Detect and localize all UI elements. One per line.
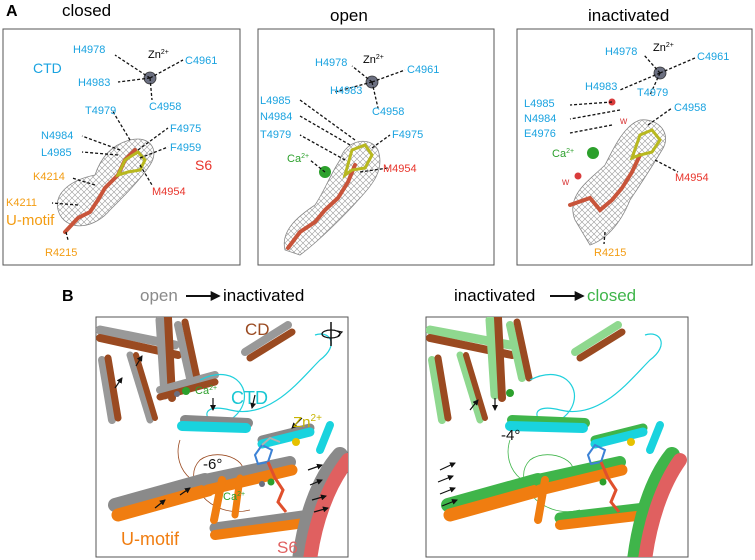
residue-label: C4961 [407, 64, 439, 76]
residue-label: L4985 [41, 147, 72, 159]
ligand-sticks [253, 436, 288, 513]
leader-lines [51, 54, 184, 241]
label-zinc: Zn2+ [293, 413, 322, 431]
label-u-motif: U-motif [6, 212, 55, 229]
panel-closed: CTD Zn2+ H4978 H4983 C4961 C4958 T4979 N… [2, 28, 241, 266]
residue-label: F4959 [170, 142, 201, 154]
label-s6: S6 [277, 538, 298, 557]
leader-lines [569, 54, 696, 245]
water-molecule [574, 172, 582, 180]
residue-label: C4958 [674, 102, 706, 114]
residue-label: T4979 [85, 105, 116, 117]
ligand-stick [286, 163, 357, 250]
label-calcium: Ca2+ [223, 491, 245, 503]
residue-label: R4215 [45, 247, 77, 259]
residue-label: N4984 [260, 111, 292, 123]
label-zinc: Zn2+ [148, 49, 169, 61]
residue-label: T4979 [637, 87, 668, 99]
title-closed: closed [62, 1, 111, 20]
residue-label: N4984 [41, 130, 73, 142]
ctd-loop [199, 333, 332, 425]
structure-left: CD Ca2+ CTD Zn2+ -6° Ca2+ U-motif S6 [95, 316, 349, 558]
residue-label: M4954 [383, 163, 417, 175]
density-mesh [57, 138, 155, 227]
residue-label: T4979 [260, 129, 291, 141]
rotation-icon [321, 322, 344, 346]
zinc-ion [292, 438, 300, 446]
ligand-ring [342, 143, 374, 179]
label-water: w [561, 177, 570, 188]
header-left-from: open [140, 286, 178, 305]
residue-label: M4954 [152, 186, 186, 198]
structure-right: -4° [425, 316, 689, 558]
residue-label: C4958 [149, 101, 181, 113]
residue-label: E4976 [524, 128, 556, 140]
residue-labels-inactivated: H4978 C4961 H4983 T4979 L4985 N4984 E497… [524, 46, 729, 140]
label-s6: S6 [195, 157, 212, 173]
label-ctd: CTD [33, 60, 62, 76]
label-calcium: Ca2+ [195, 385, 217, 397]
panel-open: Zn2+ Ca2+ H4978 C4961 H4983 L4985 N4984 … [257, 28, 495, 266]
residue-label: F4975 [392, 129, 423, 141]
residue-label: R4215 [594, 247, 626, 259]
motion-arrows [437, 398, 498, 507]
label-ctd: CTD [231, 388, 268, 408]
ligand-ring [115, 150, 147, 178]
calcium-ion [267, 478, 275, 486]
residue-label: K4211 [6, 197, 37, 209]
residue-labels-orange: K4214 K4211 R4215 [6, 171, 77, 259]
residue-label: H4978 [315, 57, 347, 69]
panel-b-letter: B [62, 288, 74, 305]
residue-label: L4985 [524, 98, 555, 110]
residue-label: K4214 [33, 171, 65, 183]
calcium-ion [182, 387, 190, 395]
panel-a-letter: A [6, 3, 18, 20]
residue-label: H4983 [330, 85, 362, 97]
residue-label: H4983 [585, 81, 617, 93]
label-u-motif: U-motif [121, 529, 180, 549]
title-open: open [330, 6, 368, 25]
residue-label: C4958 [372, 106, 404, 118]
residue-labels-open: H4978 C4961 H4983 L4985 N4984 C4958 T497… [260, 57, 439, 141]
residue-label: H4983 [78, 77, 110, 89]
residue-label: H4978 [605, 46, 637, 58]
label-rotation-angle: -6° [203, 456, 222, 473]
header-right-from: inactivated [454, 286, 535, 305]
residue-labels-closed: H4978 H4983 C4961 C4958 T4979 N4984 L498… [41, 44, 217, 159]
residue-label: C4961 [185, 55, 217, 67]
calcium-ion [506, 389, 514, 397]
ctd-loop [529, 333, 662, 425]
label-rotation-angle: -4° [501, 427, 520, 444]
ligand-sticks [586, 443, 621, 513]
label-calcium: Ca2+ [287, 153, 309, 165]
label-calcium: Ca2+ [552, 148, 574, 160]
ligand-ring [629, 128, 662, 161]
header-left-to: inactivated [223, 286, 304, 305]
label-water: w [619, 116, 628, 127]
label-zinc: Zn2+ [363, 54, 384, 66]
label-zinc: Zn2+ [653, 42, 674, 54]
residue-label: H4978 [73, 44, 105, 56]
calcium-ion-alt [174, 391, 180, 397]
header-right-to: closed [587, 286, 636, 305]
residue-label: N4984 [524, 113, 556, 125]
density-mesh [572, 119, 666, 246]
label-cd: CD [245, 320, 270, 339]
panel-inactivated: Zn2+ Ca2+ w w H4978 C4961 H4983 T4979 L4… [516, 28, 753, 266]
title-inactivated: inactivated [588, 6, 669, 25]
zinc-ion [627, 438, 635, 446]
leader-lines [299, 65, 406, 173]
residue-label: M4954 [675, 172, 709, 184]
calcium-ion-alt [259, 481, 265, 487]
calcium-ion [599, 478, 607, 486]
residue-label: L4985 [260, 95, 291, 107]
calcium-ion [587, 147, 599, 159]
residue-label: C4961 [697, 51, 729, 63]
residue-label: F4975 [170, 123, 201, 135]
ligand-stick [568, 153, 642, 213]
motion-arrows [114, 355, 329, 513]
